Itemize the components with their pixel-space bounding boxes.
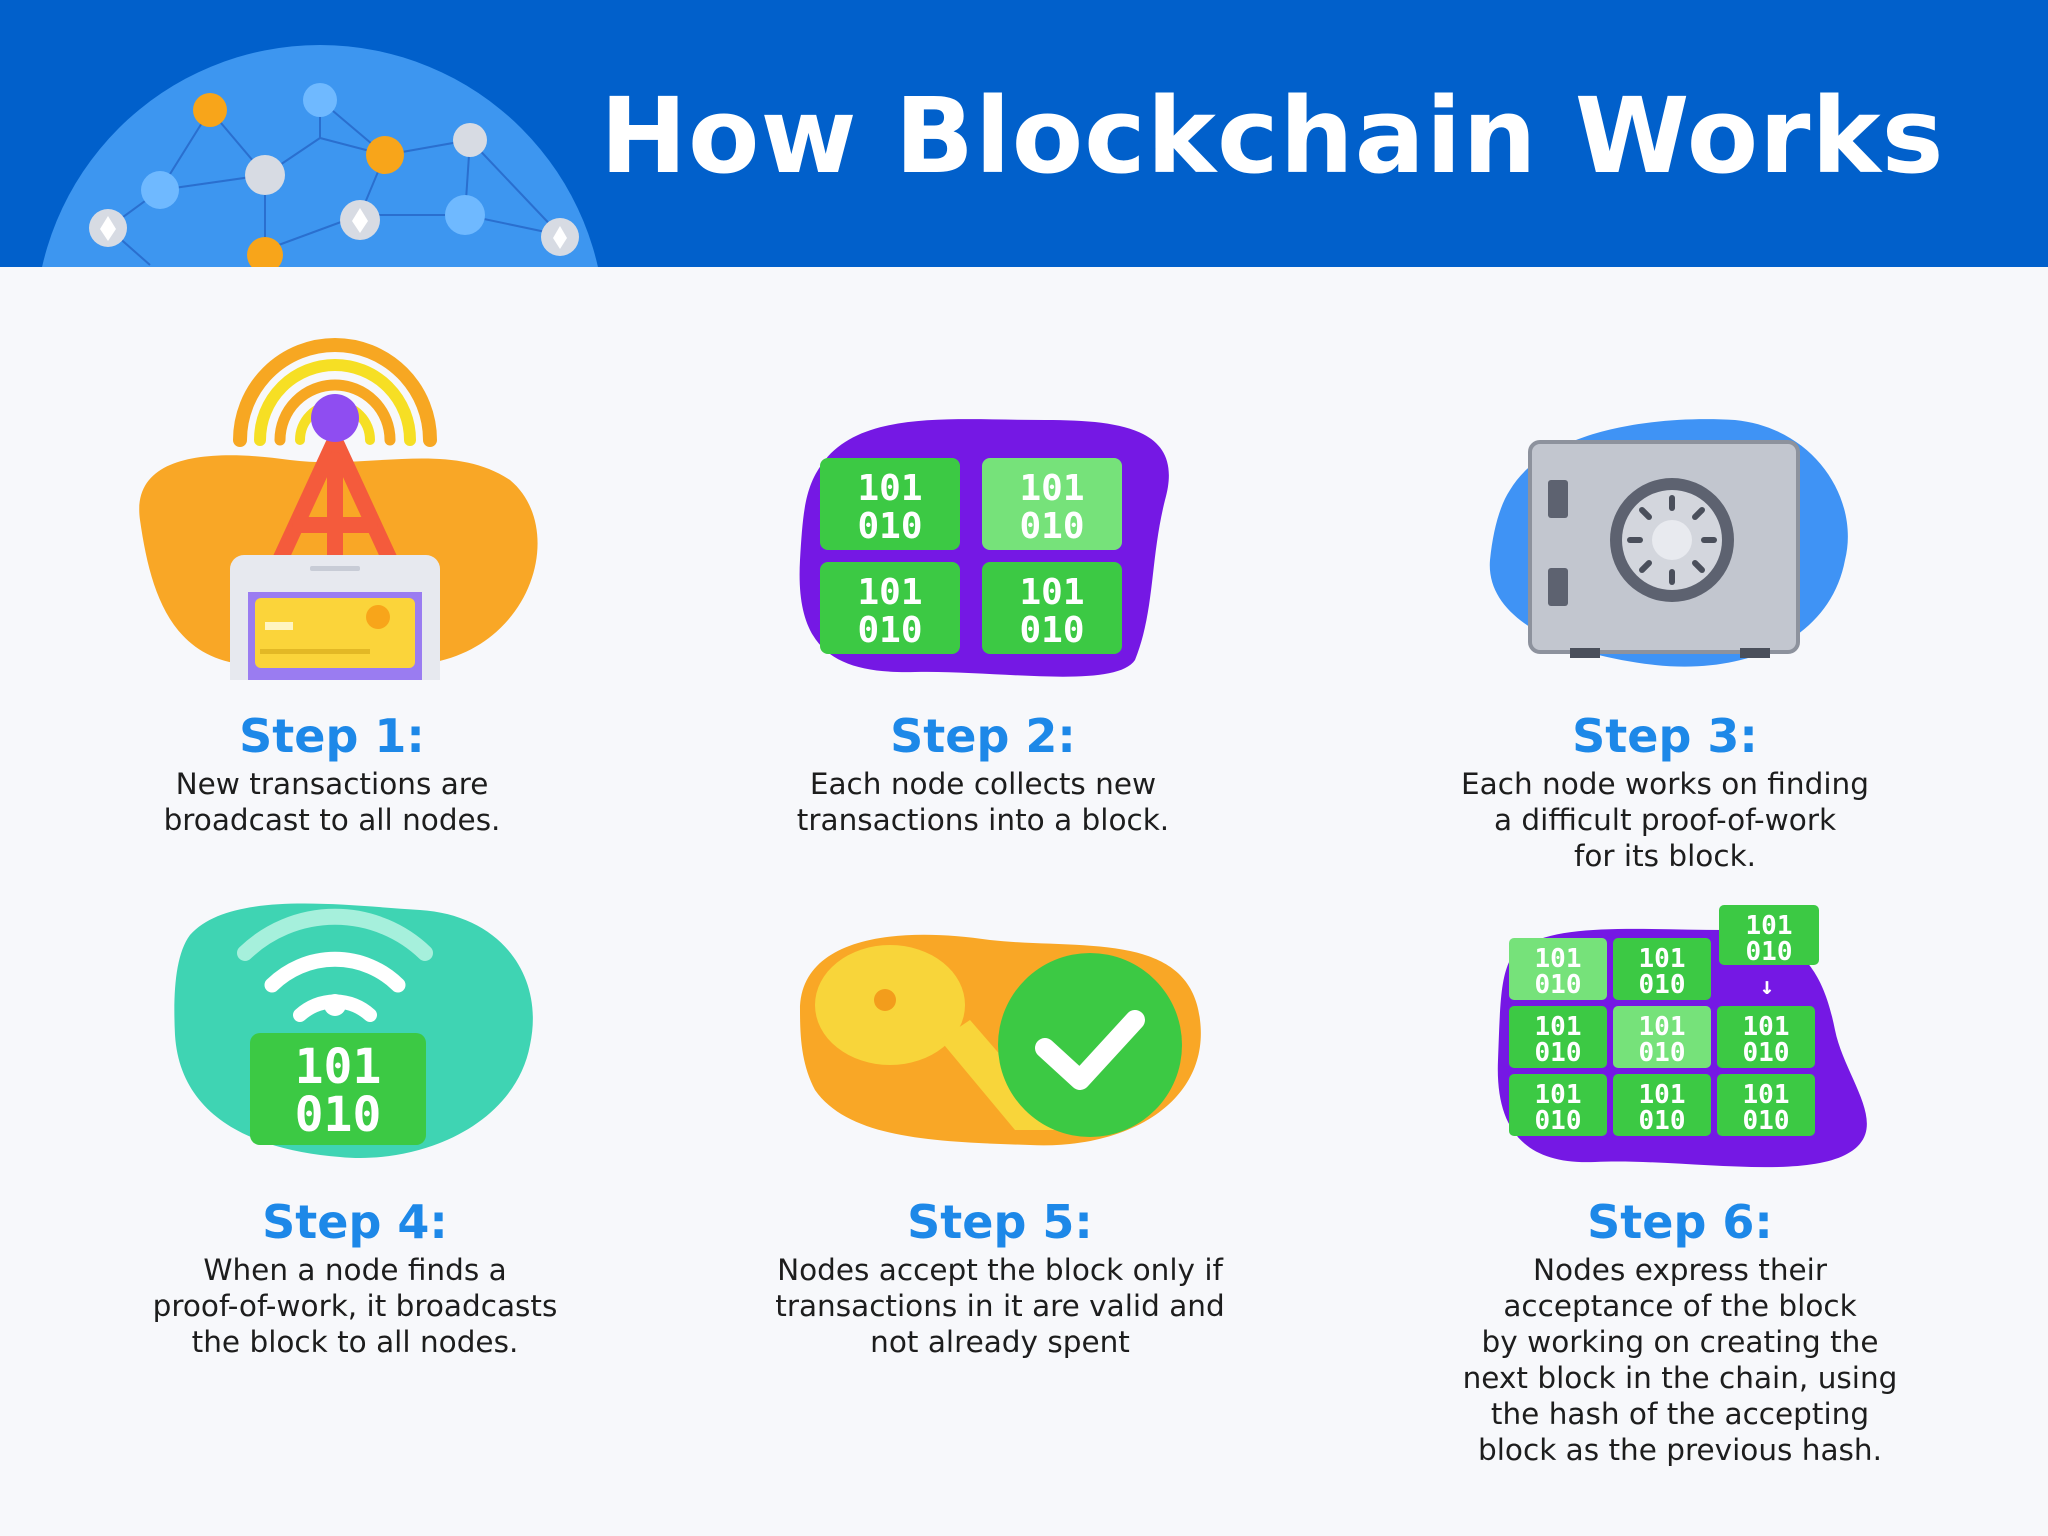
step-2: Step 2: Each node collects new transacti…	[703, 712, 1263, 838]
step-title: Step 3:	[1572, 709, 1758, 763]
header-banner: How Blockchain Works	[0, 0, 2048, 267]
key-check-icon	[800, 934, 1201, 1146]
step-description: Nodes accept the block only if transacti…	[775, 1253, 1225, 1360]
binary-text: 101	[1639, 1080, 1686, 1110]
binary-text: 101	[1639, 1012, 1686, 1042]
arrow-down-icon: ↓	[1760, 972, 1774, 1000]
binary-text: 010	[1743, 1038, 1790, 1068]
block-chain-grid-icon: 101 010 ↓ 101 010 101 010 101 010 101 01…	[1497, 905, 1867, 1168]
safe-vault-icon	[1489, 419, 1848, 667]
step-title: Step 2:	[890, 709, 1076, 763]
step-description: Each node works on finding a difficult p…	[1461, 767, 1869, 874]
step-description: Each node collects new transactions into…	[796, 767, 1170, 838]
crypto-network-globe-icon	[42, 45, 598, 267]
binary-text: 101	[1535, 1080, 1582, 1110]
broadcast-tower-icon	[139, 338, 538, 680]
binary-text: 010	[1019, 506, 1084, 547]
step-title: Step 6:	[1587, 1195, 1773, 1249]
binary-text: 101	[295, 1039, 382, 1095]
binary-text: 010	[1535, 1106, 1582, 1136]
wifi-block-icon: 101 010	[174, 903, 533, 1159]
binary-text: 101	[1535, 1012, 1582, 1042]
binary-text: 101	[1019, 468, 1084, 509]
binary-text: 010	[857, 610, 922, 651]
binary-text: 010	[1746, 937, 1793, 967]
step-title: Step 4:	[262, 1195, 448, 1249]
binary-text: 101	[1743, 1012, 1790, 1042]
step-description: New transactions are broadcast to all no…	[163, 767, 501, 838]
step-description: When a node finds a proof-of-work, it br…	[152, 1253, 558, 1360]
binary-text: 010	[1535, 1038, 1582, 1068]
binary-text: 010	[295, 1087, 382, 1143]
binary-text: 101	[857, 572, 922, 613]
binary-blocks-icon: 101 010 101 010 101 010 101 010	[799, 419, 1169, 677]
binary-text: 010	[1639, 1038, 1686, 1068]
step-5: Step 5: Nodes accept the block only if t…	[720, 1198, 1280, 1360]
step-3: Step 3: Each node works on finding a dif…	[1385, 712, 1945, 874]
binary-text: 010	[1639, 970, 1686, 1000]
binary-text: 101	[1743, 1080, 1790, 1110]
binary-text: 101	[1019, 572, 1084, 613]
page-title: How Blockchain Works	[600, 75, 1945, 197]
step-title: Step 5:	[907, 1195, 1093, 1249]
binary-text: 101	[1746, 911, 1793, 941]
step-1: Step 1: New transactions are broadcast t…	[52, 712, 612, 838]
binary-text: 010	[1743, 1106, 1790, 1136]
binary-text: 010	[857, 506, 922, 547]
step-description: Nodes express their acceptance of the bl…	[1462, 1253, 1898, 1468]
step-6: Step 6: Nodes express their acceptance o…	[1400, 1198, 1960, 1468]
binary-text: 010	[1535, 970, 1582, 1000]
step-title: Step 1:	[239, 709, 425, 763]
binary-text: 010	[1639, 1106, 1686, 1136]
binary-text: 101	[1639, 944, 1686, 974]
step-4: Step 4: When a node finds a proof-of-wor…	[75, 1198, 635, 1360]
binary-text: 101	[857, 468, 922, 509]
binary-text: 101	[1535, 944, 1582, 974]
binary-text: 010	[1019, 610, 1084, 651]
